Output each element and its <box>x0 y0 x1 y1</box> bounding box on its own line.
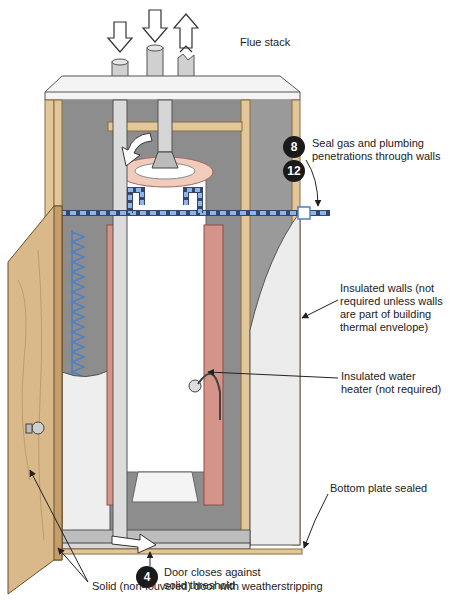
leader-line <box>150 552 151 566</box>
combustion-air-duct <box>122 133 152 166</box>
door <box>8 206 62 594</box>
annotation-label: Solid (non-louvered) door with weatherst… <box>92 580 392 593</box>
leader-line <box>302 300 338 318</box>
annotation-label: Bottom plate sealed <box>330 482 430 495</box>
door <box>26 424 32 433</box>
annotation-label: Seal gas and plumbing penetrations throu… <box>312 137 448 163</box>
combustion-air-duct <box>113 100 127 540</box>
callout-circle <box>283 136 305 158</box>
annotation-label: Flue stack <box>240 36 320 49</box>
callout-number: 8 <box>283 136 305 158</box>
wall-studs <box>45 100 300 550</box>
airflow-arrows <box>108 22 132 52</box>
flue-pipe <box>158 100 172 152</box>
plumbing-pipes <box>186 190 200 213</box>
leader-line <box>30 470 88 582</box>
leader-line <box>208 372 338 378</box>
plumbing-pipes <box>186 190 200 213</box>
plumbing-pipes <box>60 210 330 216</box>
wall-insulation <box>72 230 84 390</box>
ceiling <box>45 76 300 100</box>
callout-circle <box>136 136 305 588</box>
back-wall <box>62 100 250 540</box>
door <box>54 206 62 560</box>
leader-line <box>304 494 328 548</box>
water-heater <box>204 225 223 505</box>
water-heater <box>132 472 198 502</box>
plumbing-pipes <box>130 190 142 213</box>
floor <box>45 549 302 554</box>
floor <box>62 543 250 549</box>
water-heater <box>124 172 206 472</box>
door <box>8 206 62 594</box>
airflow-arrows <box>143 10 167 42</box>
airflow-arrows <box>180 46 192 52</box>
flue-pipe <box>152 152 178 168</box>
roof-pipes <box>147 45 163 51</box>
drywall-cut <box>62 370 110 540</box>
floor <box>45 530 302 554</box>
combustion-air-duct <box>112 100 156 553</box>
callout-number: 12 <box>283 160 305 182</box>
water-heater <box>198 374 220 420</box>
airflow-arrows <box>174 14 198 48</box>
door <box>32 422 44 434</box>
wall-studs <box>108 122 242 131</box>
door <box>18 250 44 540</box>
callout-circle <box>283 160 305 182</box>
annotation-label: Insulated walls (not required unless wal… <box>340 282 448 334</box>
airflow-arrows <box>108 10 198 52</box>
leader-line <box>30 160 338 582</box>
plumbing-pipes <box>60 211 330 215</box>
plumbing-pipes <box>130 190 142 213</box>
wall-studs <box>241 100 250 545</box>
flue-pipe <box>152 100 178 168</box>
roof-pipes <box>112 59 128 65</box>
ceiling <box>45 76 300 100</box>
annotation-label: Insulated water heater (not required) <box>341 370 445 396</box>
ceiling <box>45 92 300 93</box>
plumbing-pipes <box>60 190 330 219</box>
drywall-cut <box>250 212 300 545</box>
combustion-air-duct <box>112 534 156 553</box>
plumbing-pipes <box>298 207 310 219</box>
leader-line <box>306 160 318 206</box>
